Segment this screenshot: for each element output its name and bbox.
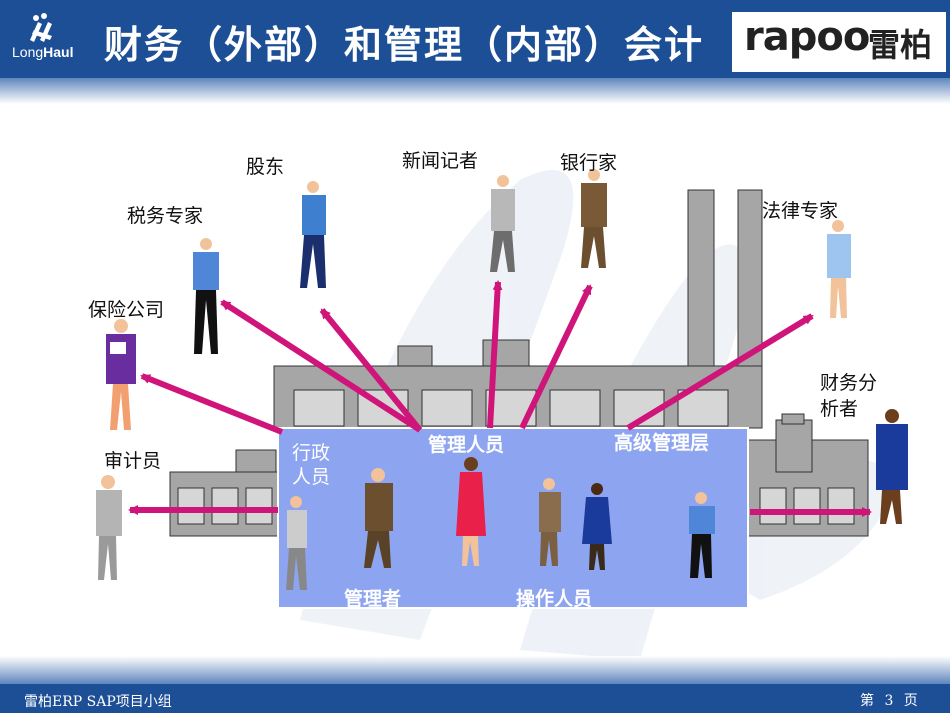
person-legal-expert-icon xyxy=(827,220,851,318)
arrow-to-insurance xyxy=(140,373,284,435)
arrow-to-shareholder xyxy=(319,308,423,432)
label-analyst-line2: 析者 xyxy=(820,398,859,420)
slide-title: 财务（外部）和管理（内部）会计 xyxy=(104,23,705,67)
label-auditor: 审计员 xyxy=(104,450,162,472)
person-management-staff-icon xyxy=(456,457,486,566)
label-insurance: 保险公司 xyxy=(88,299,165,321)
label-admin-line2: 人员 xyxy=(292,466,331,488)
arrow-to-reporter xyxy=(487,280,503,429)
footer-bar xyxy=(0,684,950,713)
information-flow-arrows xyxy=(128,280,872,517)
label-management-staff: 管理人员 xyxy=(428,434,505,456)
brand-logo-cn: 雷柏 xyxy=(868,26,933,64)
person-operator-woman-icon xyxy=(539,478,561,566)
label-operators: 操作人员 xyxy=(516,588,593,610)
arrow-to-legal-expert xyxy=(626,313,814,431)
person-admin-icon xyxy=(286,496,307,590)
logo-text: LongHaul xyxy=(12,44,74,60)
person-tax-expert-icon xyxy=(193,238,219,354)
longhaul-logo-icon xyxy=(30,13,52,42)
label-analyst-line1: 财务分 xyxy=(820,372,878,394)
label-senior-management: 高级管理层 xyxy=(614,432,710,454)
person-reporter-icon xyxy=(490,175,515,272)
arrow-to-banker xyxy=(519,284,593,430)
arrow-to-tax-expert xyxy=(220,299,422,433)
brand-logo-latin: rapoo xyxy=(744,14,870,60)
footer-gradient xyxy=(0,656,950,684)
header-gradient xyxy=(0,78,950,104)
label-legal-expert: 法律专家 xyxy=(762,200,839,222)
label-admin-line1: 行政 xyxy=(292,442,331,464)
person-analyst-icon xyxy=(876,409,908,524)
label-shareholder: 股东 xyxy=(246,156,285,178)
person-banker-icon xyxy=(581,169,607,268)
label-reporter: 新闻记者 xyxy=(402,150,479,172)
footer-page-number: 第 3 页 xyxy=(860,693,918,709)
brand-logo xyxy=(732,12,946,72)
person-insurance-icon xyxy=(106,319,136,430)
person-auditor-icon xyxy=(96,475,122,580)
label-banker: 银行家 xyxy=(560,152,618,174)
person-shareholder-icon xyxy=(300,181,326,288)
person-manager-icon xyxy=(364,468,393,568)
internal-users-panel xyxy=(277,427,749,609)
label-tax-expert: 税务专家 xyxy=(127,205,204,227)
label-managers: 管理者 xyxy=(344,588,402,610)
footer-project-name: 雷柏ERP SAP项目小组 xyxy=(24,694,172,710)
person-operator-blue-icon xyxy=(582,483,612,570)
factory-windows xyxy=(177,389,855,525)
person-senior-manager-icon xyxy=(689,492,715,578)
